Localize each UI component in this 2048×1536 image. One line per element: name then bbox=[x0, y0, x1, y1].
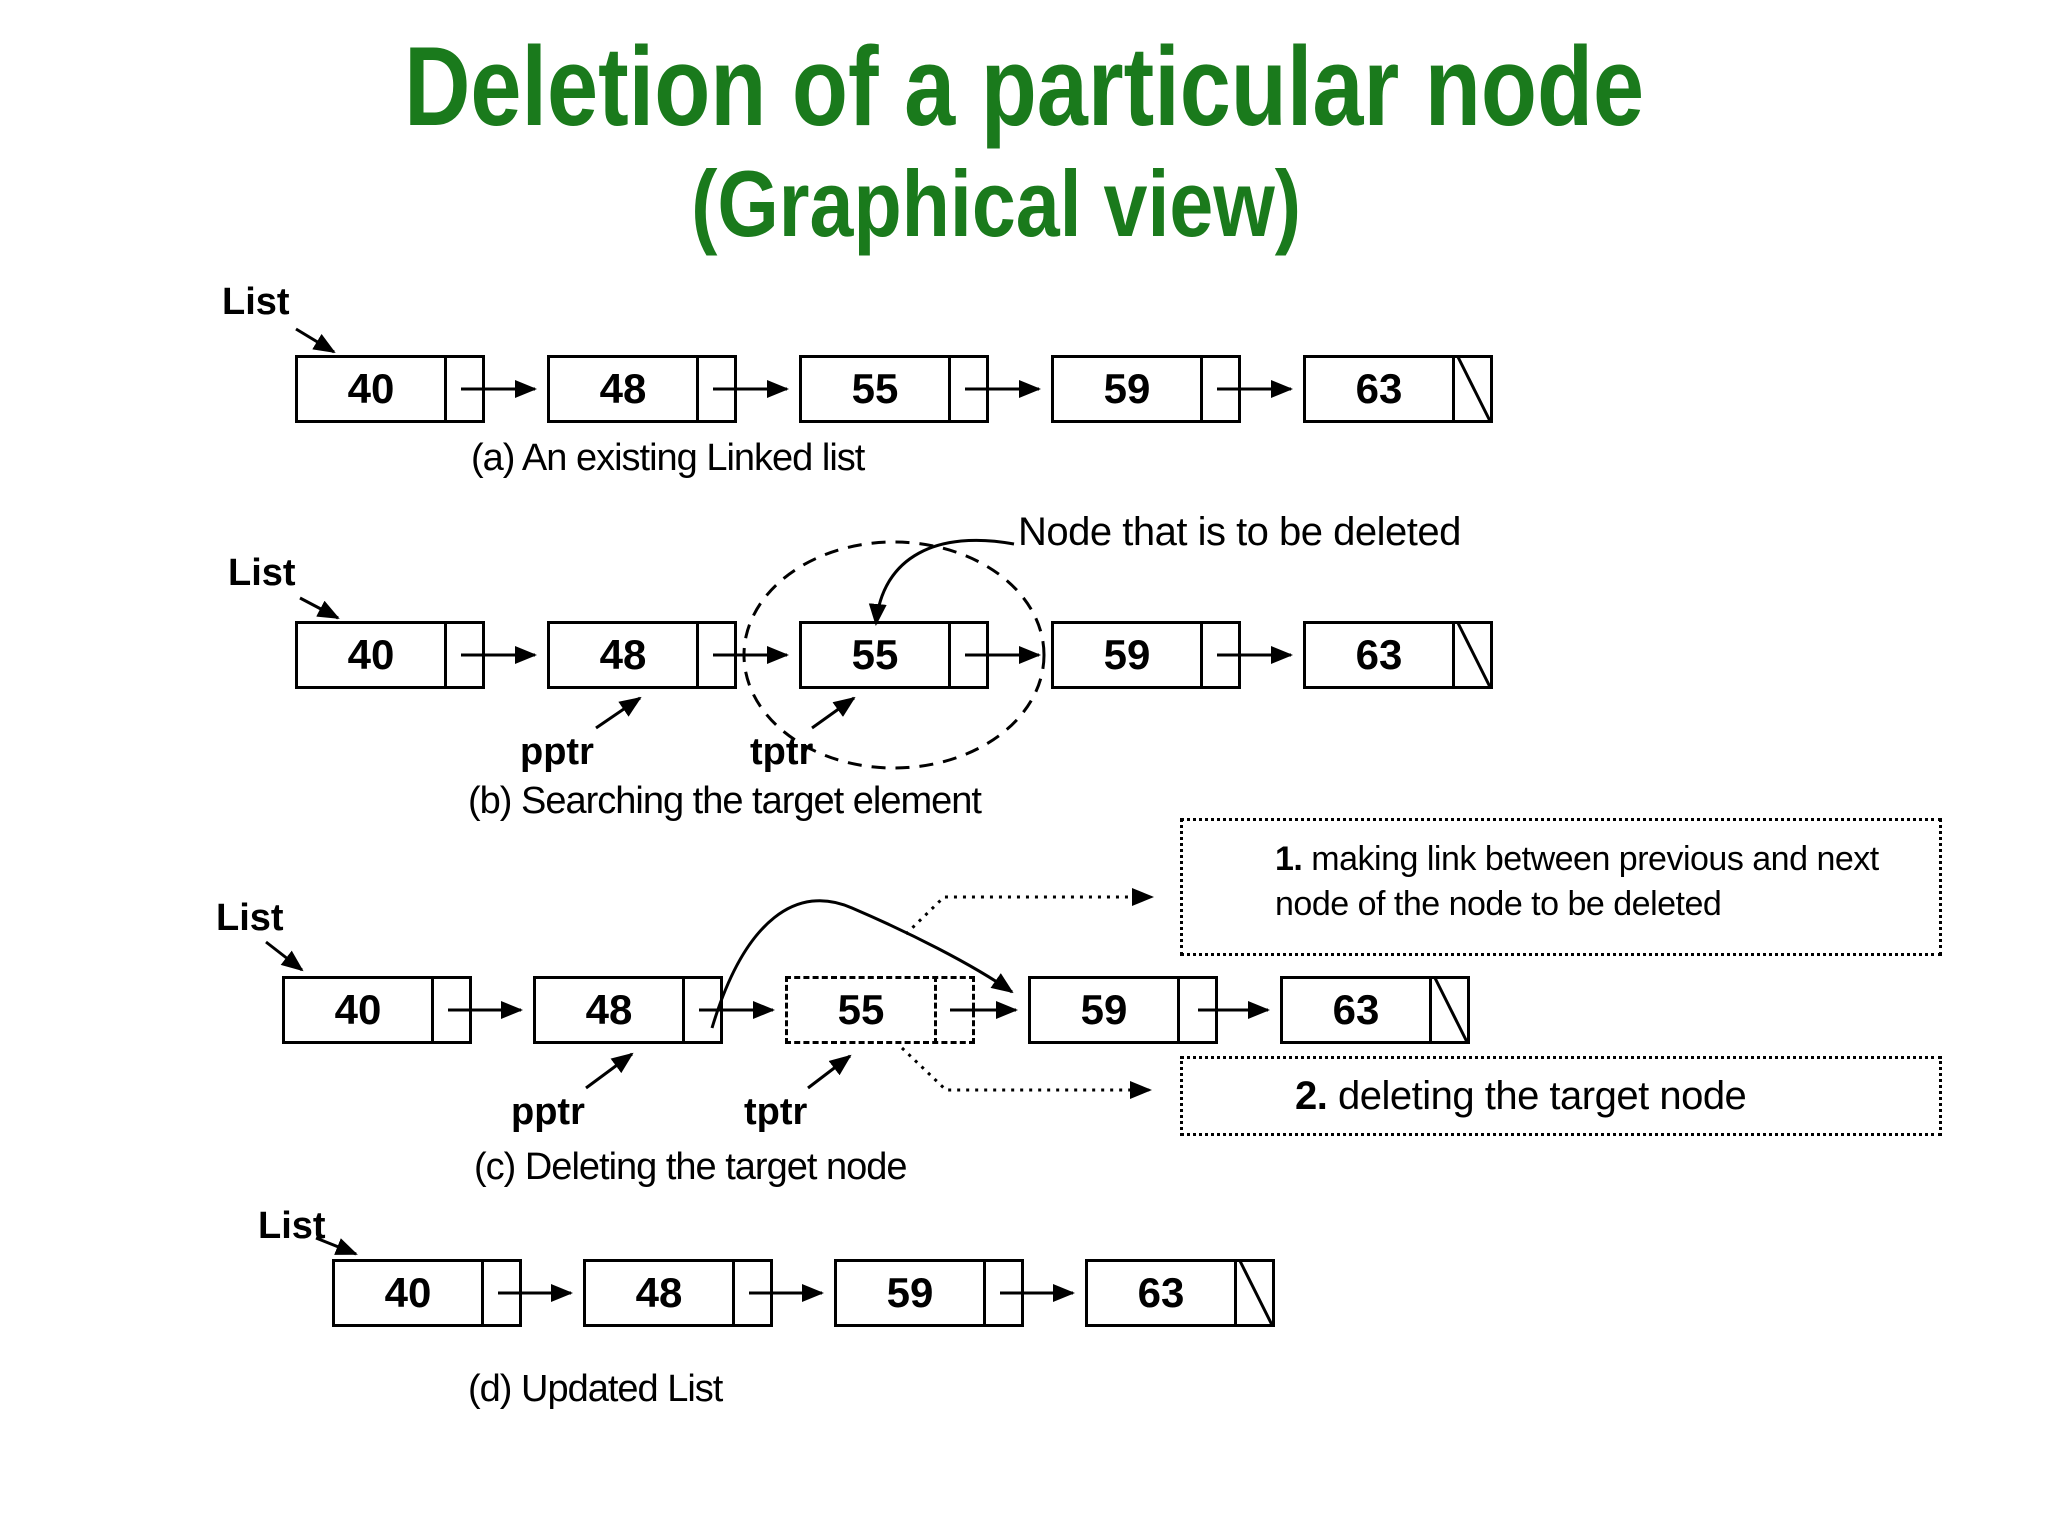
page-subtitle: (Graphical view) bbox=[691, 151, 1302, 256]
node-c-59: 59 bbox=[1028, 976, 1218, 1044]
node-pointer-cell bbox=[481, 1259, 484, 1327]
node-c-48: 48 bbox=[533, 976, 723, 1044]
node-d-40: 40 bbox=[332, 1259, 522, 1327]
annotation-1-text-line1: making link between previous and next bbox=[1302, 840, 1879, 878]
caption-d: (d) Updated List bbox=[468, 1368, 723, 1410]
node-a-55: 55 bbox=[799, 355, 989, 423]
node-b-48: 48 bbox=[547, 621, 737, 689]
tptr-label-c: tptr bbox=[744, 1091, 808, 1133]
annotation-2-text: deleting the target node bbox=[1327, 1073, 1747, 1118]
annotation-box-1: 1. making link between previous and next… bbox=[1180, 818, 1942, 956]
node-b-55: 55 bbox=[799, 621, 989, 689]
node-d-63: 63 bbox=[1085, 1259, 1275, 1327]
node-d-48: 48 bbox=[583, 1259, 773, 1327]
node-c-55: 55 bbox=[785, 976, 975, 1044]
node-a-40: 40 bbox=[295, 355, 485, 423]
node-value: 63 bbox=[1355, 365, 1403, 412]
page-title: Deletion of a particular node bbox=[403, 24, 1645, 149]
node-b-40: 40 bbox=[295, 621, 485, 689]
node-pointer-cell bbox=[1200, 621, 1203, 689]
node-value: 40 bbox=[384, 1269, 432, 1316]
node-d-59: 59 bbox=[834, 1259, 1024, 1327]
node-pointer-cell bbox=[983, 1259, 986, 1327]
node-pointer-cell bbox=[1429, 976, 1432, 1044]
annotation-1-text-line2: node of the node to be deleted bbox=[1275, 884, 1722, 923]
node-value: 48 bbox=[599, 365, 647, 412]
node-c-63: 63 bbox=[1280, 976, 1470, 1044]
caption-b: (b) Searching the target element bbox=[468, 780, 982, 822]
node-a-63: 63 bbox=[1303, 355, 1493, 423]
node-pointer-cell bbox=[696, 621, 699, 689]
list-label-a: List bbox=[222, 281, 290, 323]
pptr-label-b: pptr bbox=[520, 731, 594, 773]
node-b-63: 63 bbox=[1303, 621, 1493, 689]
node-value: 55 bbox=[837, 986, 885, 1033]
node-pointer-cell bbox=[1177, 976, 1180, 1044]
node-pointer-cell bbox=[444, 355, 447, 423]
pptr-label-c: pptr bbox=[511, 1091, 585, 1133]
annotation-box-2: 2. deleting the target node bbox=[1180, 1056, 1942, 1136]
node-c-40: 40 bbox=[282, 976, 472, 1044]
node-pointer-cell bbox=[948, 621, 951, 689]
node-pointer-cell bbox=[934, 976, 937, 1044]
node-value: 59 bbox=[1103, 631, 1151, 678]
node-pointer-cell bbox=[444, 621, 447, 689]
node-value: 40 bbox=[347, 631, 395, 678]
node-pointer-cell bbox=[948, 355, 951, 423]
annotation-1-number: 1. bbox=[1275, 840, 1303, 878]
node-pointer-cell bbox=[696, 355, 699, 423]
caption-a: (a) An existing Linked list bbox=[471, 437, 865, 479]
node-value: 63 bbox=[1355, 631, 1403, 678]
node-pointer-cell bbox=[431, 976, 434, 1044]
node-pointer-cell bbox=[1234, 1259, 1237, 1327]
node-value: 55 bbox=[851, 365, 899, 412]
node-value: 59 bbox=[1103, 365, 1151, 412]
node-value: 48 bbox=[635, 1269, 683, 1316]
node-value: 59 bbox=[886, 1269, 934, 1316]
node-value: 63 bbox=[1137, 1269, 1185, 1316]
node-pointer-cell bbox=[1200, 355, 1203, 423]
node-pointer-cell bbox=[732, 1259, 735, 1327]
list-label-c: List bbox=[216, 897, 284, 939]
node-pointer-cell bbox=[1452, 621, 1455, 689]
node-to-delete-note: Node that is to be deleted bbox=[1018, 510, 1461, 554]
node-value: 55 bbox=[851, 631, 899, 678]
node-a-48: 48 bbox=[547, 355, 737, 423]
list-label-b: List bbox=[228, 552, 296, 594]
annotation-2-number: 2. bbox=[1295, 1073, 1328, 1118]
node-value: 40 bbox=[347, 365, 395, 412]
node-value: 63 bbox=[1332, 986, 1380, 1033]
node-value: 48 bbox=[599, 631, 647, 678]
node-a-59: 59 bbox=[1051, 355, 1241, 423]
node-b-59: 59 bbox=[1051, 621, 1241, 689]
node-pointer-cell bbox=[682, 976, 685, 1044]
node-pointer-cell bbox=[1452, 355, 1455, 423]
node-value: 40 bbox=[334, 986, 382, 1033]
list-label-d: List bbox=[258, 1205, 326, 1247]
caption-c: (c) Deleting the target node bbox=[474, 1146, 907, 1188]
node-value: 48 bbox=[585, 986, 633, 1033]
tptr-label-b: tptr bbox=[750, 731, 814, 773]
node-value: 59 bbox=[1080, 986, 1128, 1033]
